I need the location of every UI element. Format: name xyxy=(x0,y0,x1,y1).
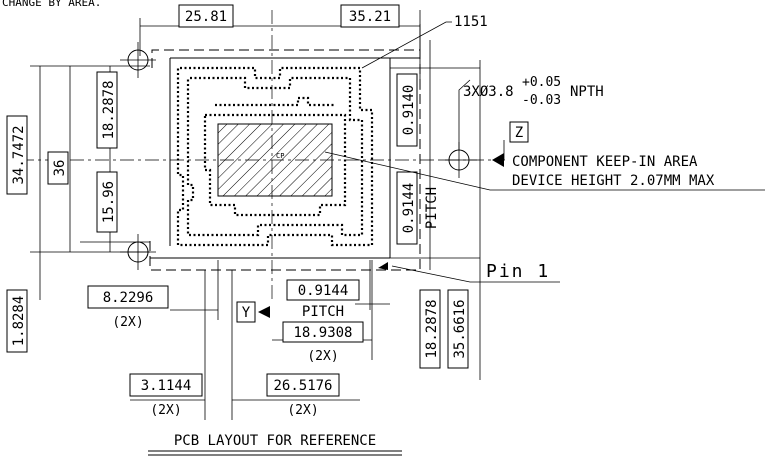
drawing-title: PCB LAYOUT FOR REFERENCE xyxy=(148,433,402,456)
svg-text:3XØ3.8: 3XØ3.8 xyxy=(463,84,514,100)
svg-text:0.9144: 0.9144 xyxy=(401,183,417,234)
cp-label: CP xyxy=(276,152,284,160)
svg-text:36: 36 xyxy=(52,160,68,177)
dim-35-21: 35.21 xyxy=(340,4,400,28)
svg-text:18.2878: 18.2878 xyxy=(424,299,440,358)
svg-text:Z: Z xyxy=(515,125,523,141)
svg-text:26.5176: 26.5176 xyxy=(273,378,332,394)
dim-18-9308: 18.9308 (2X) xyxy=(282,321,364,364)
pitch-vertical-label: PITCH xyxy=(424,187,440,229)
svg-text:15.96: 15.96 xyxy=(101,181,117,223)
header-fragment: CHANGE BY AREA. xyxy=(2,0,101,9)
dim-18-2878-right: 18.2878 xyxy=(419,289,441,369)
svg-text:3.1144: 3.1144 xyxy=(141,378,192,394)
dim-35-6616: 35.6616 xyxy=(447,289,469,369)
svg-text:(2X): (2X) xyxy=(287,403,318,418)
svg-text:(2X): (2X) xyxy=(307,349,338,364)
svg-text:(2X): (2X) xyxy=(112,315,143,330)
dim-0-9140: 0.9140 xyxy=(396,73,418,147)
dim-25-81: 25.81 xyxy=(178,4,234,28)
svg-text:NPTH: NPTH xyxy=(570,84,604,100)
ball-grid xyxy=(176,66,374,247)
svg-text:Pin 1: Pin 1 xyxy=(486,261,550,282)
svg-text:0.9144: 0.9144 xyxy=(298,283,349,299)
keep-in-note: COMPONENT KEEP-IN AREA DEVICE HEIGHT 2.0… xyxy=(324,151,765,191)
dim-34-7472: 34.7472 xyxy=(6,115,28,195)
datum-y: Y xyxy=(236,301,270,323)
dim-0-9144-vertical: 0.9144 xyxy=(396,171,418,245)
device-height-label: DEVICE HEIGHT 2.07MM MAX xyxy=(512,173,715,189)
dim-36: 36 xyxy=(47,151,69,185)
svg-text:Y: Y xyxy=(242,305,251,321)
dim-1-8284: 1.8284 xyxy=(6,289,28,353)
svg-text:0.9140: 0.9140 xyxy=(401,85,417,136)
svg-text:+0.05: +0.05 xyxy=(522,75,561,90)
svg-text:PCB LAYOUT FOR REFERENCE: PCB LAYOUT FOR REFERENCE xyxy=(174,433,376,449)
dim-3-1144: 3.1144 (2X) xyxy=(129,373,203,418)
dim-26-5176: 26.5176 (2X) xyxy=(266,373,340,418)
pin1-callout: Pin 1 xyxy=(378,261,560,283)
svg-text:25.81: 25.81 xyxy=(185,9,227,25)
corner-ref-1151: 1151 xyxy=(361,14,488,69)
svg-text:18.2878: 18.2878 xyxy=(101,80,117,139)
svg-text:35.6616: 35.6616 xyxy=(452,299,468,358)
dim-8-2296: 8.2296 (2X) xyxy=(87,285,169,330)
svg-text:(2X): (2X) xyxy=(150,403,181,418)
datum-z: Z xyxy=(492,121,529,167)
svg-text:1.8284: 1.8284 xyxy=(11,296,27,347)
dim-15-96: 15.96 xyxy=(96,171,118,233)
dim-0-9144-pitch: 0.9144 PITCH xyxy=(286,279,360,320)
svg-text:8.2296: 8.2296 xyxy=(103,290,154,306)
svg-text:1151: 1151 xyxy=(454,14,488,30)
svg-text:18.9308: 18.9308 xyxy=(293,325,352,341)
svg-text:35.21: 35.21 xyxy=(349,9,391,25)
mounting-hole-top-left xyxy=(120,42,156,78)
svg-text:-0.03: -0.03 xyxy=(522,93,561,108)
dim-18-2878-left: 18.2878 xyxy=(96,71,118,149)
hole-callout: 3XØ3.8 +0.05 -0.03 NPTH xyxy=(458,75,604,150)
svg-text:34.7472: 34.7472 xyxy=(11,125,27,184)
keep-in-area-label: COMPONENT KEEP-IN AREA xyxy=(512,154,698,170)
svg-text:PITCH: PITCH xyxy=(302,304,344,320)
